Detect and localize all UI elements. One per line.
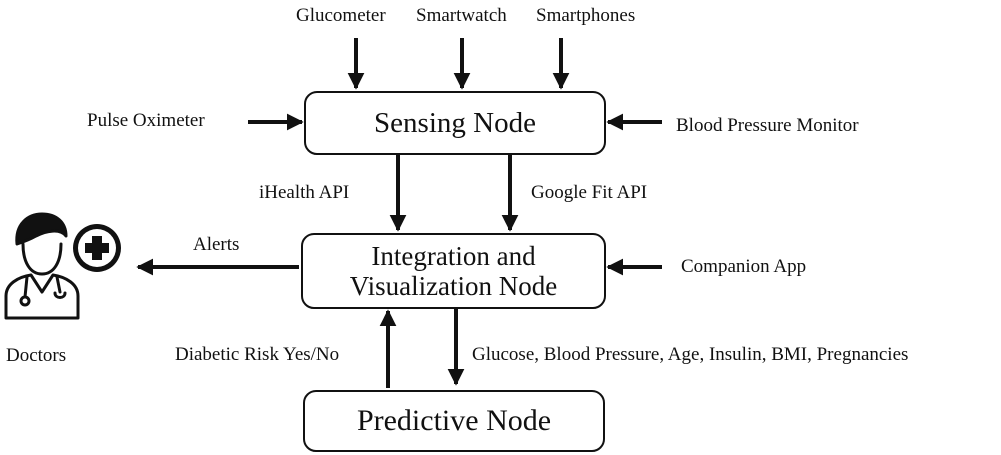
alerts-label: Alerts [193, 234, 240, 255]
ihealth-api-label: iHealth API [259, 182, 350, 203]
smartwatch-label: Smartwatch [416, 5, 507, 26]
integration-visualization-node: Integration and Visualization Node [301, 233, 606, 309]
integration-node-label-line1: Integration and [371, 240, 536, 271]
companion-app-label: Companion App [681, 256, 807, 277]
smartphones-label: Smartphones [536, 5, 636, 26]
glucometer-label: Glucometer [296, 5, 386, 26]
features-label: Glucose, Blood Pressure, Age, Insulin, B… [472, 344, 909, 365]
doctor-icon [4, 212, 80, 320]
predictive-node: Predictive Node [303, 390, 605, 452]
doctors-label: Doctors [6, 345, 67, 366]
diabetic-risk-label: Diabetic Risk Yes/No [175, 344, 340, 365]
integration-node-label-line2: Visualization Node [349, 271, 558, 301]
sensing-node: Sensing Node [304, 91, 606, 155]
pulse-oximeter-label: Pulse Oximeter [87, 110, 205, 131]
sensing-node-label: Sensing Node [374, 106, 536, 139]
google-fit-api-label: Google Fit API [531, 182, 648, 203]
predictive-node-label: Predictive Node [356, 404, 552, 438]
blood-pressure-monitor-label: Blood Pressure Monitor [676, 115, 859, 136]
medical-cross-icon [73, 224, 121, 272]
